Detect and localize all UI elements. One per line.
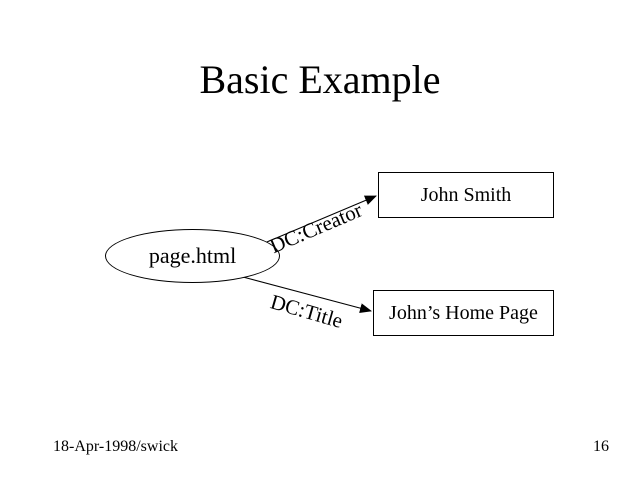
- slide-title: Basic Example: [199, 57, 441, 102]
- literal-node-label: John’s Home Page: [389, 302, 538, 324]
- literal-node-label: John Smith: [420, 184, 512, 206]
- dc-title-arrow: [242, 276, 372, 314]
- dc-creator-arrow: [254, 195, 377, 248]
- footer-date-author: 18-Apr-1998/swick: [53, 438, 178, 455]
- page-number: 16: [593, 438, 609, 455]
- resource-node-ellipse: page.html: [105, 229, 280, 283]
- literal-node-john-smith: John Smith: [378, 172, 554, 218]
- resource-node-label: page.html: [148, 243, 237, 268]
- literal-node-johns-home-page: John’s Home Page: [373, 290, 554, 336]
